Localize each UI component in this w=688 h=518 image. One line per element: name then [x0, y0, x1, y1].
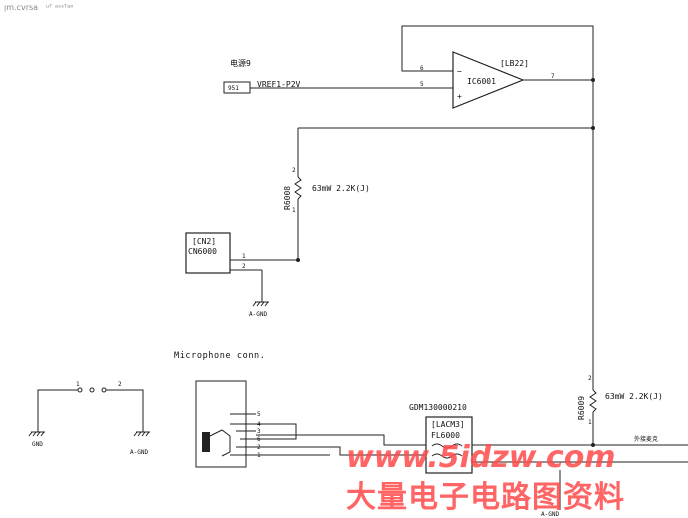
filter-name: FL6000	[431, 431, 460, 440]
filter-part-number: GDM130000210	[409, 403, 467, 412]
filter-coil-1	[431, 443, 463, 449]
mic-jack-contact	[209, 429, 231, 457]
switch-contact-1	[77, 387, 83, 393]
ic-ref-label: [LB22]	[500, 59, 529, 68]
agnd-symbol-2	[133, 431, 150, 437]
mic-signal-wire-2	[256, 446, 426, 456]
jack-pin-3: 3	[257, 428, 261, 435]
switch-wire-left	[37, 389, 78, 410]
cn6000-connector	[185, 232, 231, 274]
cn-pin2-label: 2	[242, 263, 246, 270]
header-text: ꞁm.cvrsa ᵘᵀ ᵃˢˢᵀᵃᵒ	[4, 3, 74, 12]
jack-pin-5: 5	[257, 411, 261, 418]
power-label: 电源9	[230, 58, 251, 68]
gnd-label: GND	[32, 441, 43, 448]
vref-net-label: VREF1-P2V	[257, 80, 301, 89]
watermark-url: www.5idzw.com	[346, 440, 616, 475]
filter-coil-2	[431, 453, 463, 459]
cn-pin1-label: 1	[242, 253, 246, 260]
switch-contact-2	[101, 387, 107, 393]
r6008-pin2: 2	[292, 167, 296, 174]
watermark-cn: 大量电子电路图资料	[346, 480, 625, 515]
mic-conn-label: Microphone conn.	[174, 351, 265, 361]
switch-pin2: 2	[118, 381, 122, 388]
cn2-name: CN6000	[188, 247, 217, 256]
r6008-pin1: 1	[292, 207, 296, 214]
r6009-ref: R6009	[577, 396, 586, 420]
opamp-pin6: 6	[420, 65, 424, 72]
agnd-label: A-GND	[249, 311, 267, 318]
opamp-ic6001	[452, 51, 525, 109]
opamp-pin7: 7	[551, 73, 555, 80]
agnd-label-2: A-GND	[130, 449, 148, 456]
gnd-symbol	[28, 431, 45, 437]
mic-signal-wire-1	[256, 434, 426, 446]
r6009-resistor	[589, 389, 597, 413]
r6009-value: 63mW 2.2K(J)	[605, 392, 663, 401]
jack-tie-wire	[256, 423, 297, 440]
cn2-ref: [CN2]	[192, 237, 216, 246]
opamp-plus-sign: +	[457, 92, 462, 101]
opamp-minus-sign: −	[457, 67, 462, 76]
filter-ref: [LACM3]	[431, 420, 465, 429]
switch-pin1: 1	[76, 381, 80, 388]
r6008-resistor	[294, 176, 302, 200]
switch-contact-mid	[89, 387, 95, 393]
r6009-pin2: 2	[588, 375, 592, 382]
mic-jack-plug	[202, 432, 210, 452]
opamp-pin5: 5	[420, 81, 424, 88]
agnd-label-3: A-GND	[541, 511, 559, 518]
r6008-value: 63mW 2.2K(J)	[312, 184, 370, 193]
external-mic-label: 外接麦克	[634, 435, 658, 443]
ref-box-label: 951	[228, 85, 239, 92]
switch-wire-right	[106, 389, 144, 432]
agnd-symbol	[252, 301, 269, 307]
r6008-ref: R6008	[283, 186, 292, 210]
r6009-pin1: 1	[588, 419, 592, 426]
ic-name-label: IC6001	[467, 77, 496, 86]
feedback-wire	[401, 25, 594, 80]
junction-dot	[591, 443, 595, 447]
